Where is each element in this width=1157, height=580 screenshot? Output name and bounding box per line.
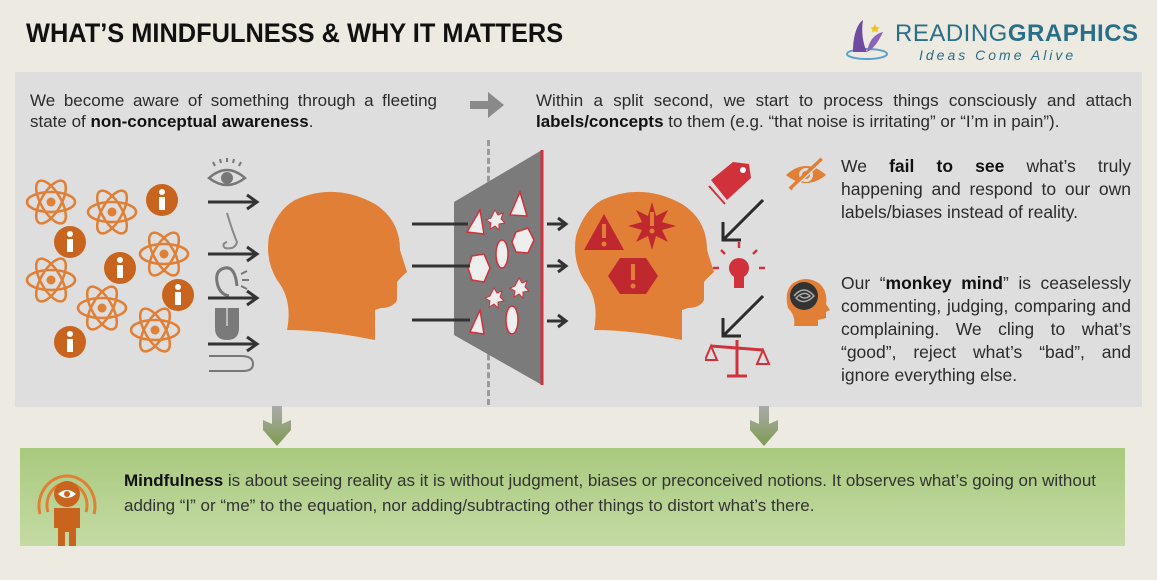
mindfulness-definition: Mindfulness is about seeing reality as i… bbox=[124, 471, 1097, 515]
scale-icon bbox=[705, 340, 771, 378]
filter-screen-icon bbox=[412, 150, 569, 385]
mindful-person-icon bbox=[37, 474, 97, 546]
nose-icon bbox=[222, 212, 239, 250]
warning-hexagon-icon bbox=[608, 258, 658, 294]
logo: READINGGRAPHICS Ideas Come Alive bbox=[845, 16, 1138, 64]
warning-triangle-icon bbox=[584, 214, 624, 250]
labeling-head-icon bbox=[575, 191, 714, 340]
lightbulb-icon bbox=[713, 242, 765, 288]
senses-column bbox=[207, 158, 260, 372]
warning-burst-icon bbox=[628, 202, 676, 250]
monkey-mind-text: Our “monkey mind” is ceaselessly comment… bbox=[841, 273, 1131, 385]
right-arrow-icon bbox=[470, 92, 504, 118]
labels-text: Within a split second, we start to proce… bbox=[536, 91, 1132, 131]
awareness-text: We become aware of something through a f… bbox=[30, 91, 437, 131]
ear-icon bbox=[215, 266, 249, 298]
down-arrow-icon bbox=[263, 406, 291, 446]
logo-tagline: Ideas Come Alive bbox=[919, 47, 1077, 63]
fail-to-see-text: We fail to see what’s truly happening an… bbox=[841, 156, 1131, 222]
mindfulness-box: Mindfulness is about seeing reality as i… bbox=[20, 448, 1125, 546]
page-title: WHAT’S MINDFULNESS & WHY IT MATTERS bbox=[26, 18, 564, 48]
tongue-icon bbox=[215, 308, 239, 340]
down-arrow-icon bbox=[750, 406, 778, 446]
label-icons-column bbox=[705, 162, 771, 378]
tag-icon bbox=[708, 162, 751, 205]
eye-icon bbox=[207, 158, 247, 187]
logo-name: READINGGRAPHICS bbox=[895, 20, 1139, 47]
finger-icon bbox=[209, 355, 255, 372]
atoms-and-info-cluster-icon bbox=[25, 174, 194, 358]
head-silhouette-icon bbox=[268, 191, 407, 340]
book-logo-icon bbox=[846, 20, 888, 60]
blind-eye-icon bbox=[786, 157, 826, 191]
monkey-mind-head-icon bbox=[786, 279, 830, 326]
